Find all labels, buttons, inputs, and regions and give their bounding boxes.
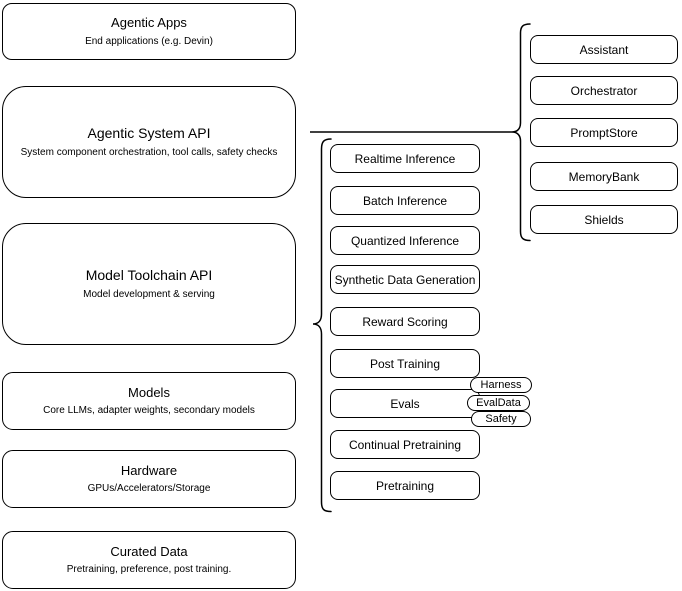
brace-system-components	[511, 23, 531, 242]
component-orchestrator: Orchestrator	[530, 76, 678, 105]
toolchain-item-reward-scoring: Reward Scoring	[330, 307, 480, 336]
box-curated-data-title: Curated Data	[110, 543, 188, 559]
box-hardware-subtitle: GPUs/Accelerators/Storage	[87, 483, 211, 495]
toolchain-item-quantized-inference: Quantized Inference	[330, 226, 480, 255]
eval-tag-evaldata: EvalData	[467, 395, 530, 411]
box-agentic-apps-title: Agentic Apps	[111, 15, 187, 31]
brace-toolchain	[312, 138, 332, 513]
box-agentic-apps: Agentic Apps End applications (e.g. Devi…	[2, 3, 296, 60]
box-model-toolchain-api-title: Model Toolchain API	[85, 267, 213, 284]
box-models-title: Models	[128, 384, 170, 400]
toolchain-item-evals: Evals	[330, 389, 480, 418]
toolchain-item-synthetic-data-generation: Synthetic Data Generation	[330, 265, 480, 294]
eval-tag-harness: Harness	[470, 377, 532, 393]
component-assistant: Assistant	[530, 35, 678, 64]
toolchain-item-post-training: Post Training	[330, 349, 480, 378]
box-models-subtitle: Core LLMs, adapter weights, secondary mo…	[43, 405, 255, 417]
toolchain-item-realtime-inference: Realtime Inference	[330, 144, 480, 173]
toolchain-item-continual-pretraining: Continual Pretraining	[330, 430, 480, 459]
toolchain-item-pretraining: Pretraining	[330, 471, 480, 500]
box-hardware: Hardware GPUs/Accelerators/Storage	[2, 450, 296, 508]
component-memorybank: MemoryBank	[530, 162, 678, 191]
eval-tag-safety: Safety	[471, 411, 531, 427]
box-curated-data-subtitle: Pretraining, preference, post training.	[66, 564, 232, 576]
box-hardware-title: Hardware	[120, 462, 178, 478]
box-agentic-apps-subtitle: End applications (e.g. Devin)	[85, 35, 213, 47]
box-curated-data: Curated Data Pretraining, preference, po…	[2, 531, 296, 589]
box-agentic-system-api: Agentic System API System component orch…	[2, 86, 296, 198]
box-agentic-system-api-title: Agentic System API	[87, 125, 211, 142]
box-model-toolchain-api-subtitle: Model development & serving	[83, 288, 215, 300]
component-promptstore: PromptStore	[530, 118, 678, 147]
box-models: Models Core LLMs, adapter weights, secon…	[2, 372, 296, 430]
box-model-toolchain-api: Model Toolchain API Model development & …	[2, 223, 296, 345]
component-shields: Shields	[530, 205, 678, 234]
box-agentic-system-api-subtitle: System component orchestration, tool cal…	[20, 146, 278, 158]
toolchain-item-batch-inference: Batch Inference	[330, 186, 480, 215]
